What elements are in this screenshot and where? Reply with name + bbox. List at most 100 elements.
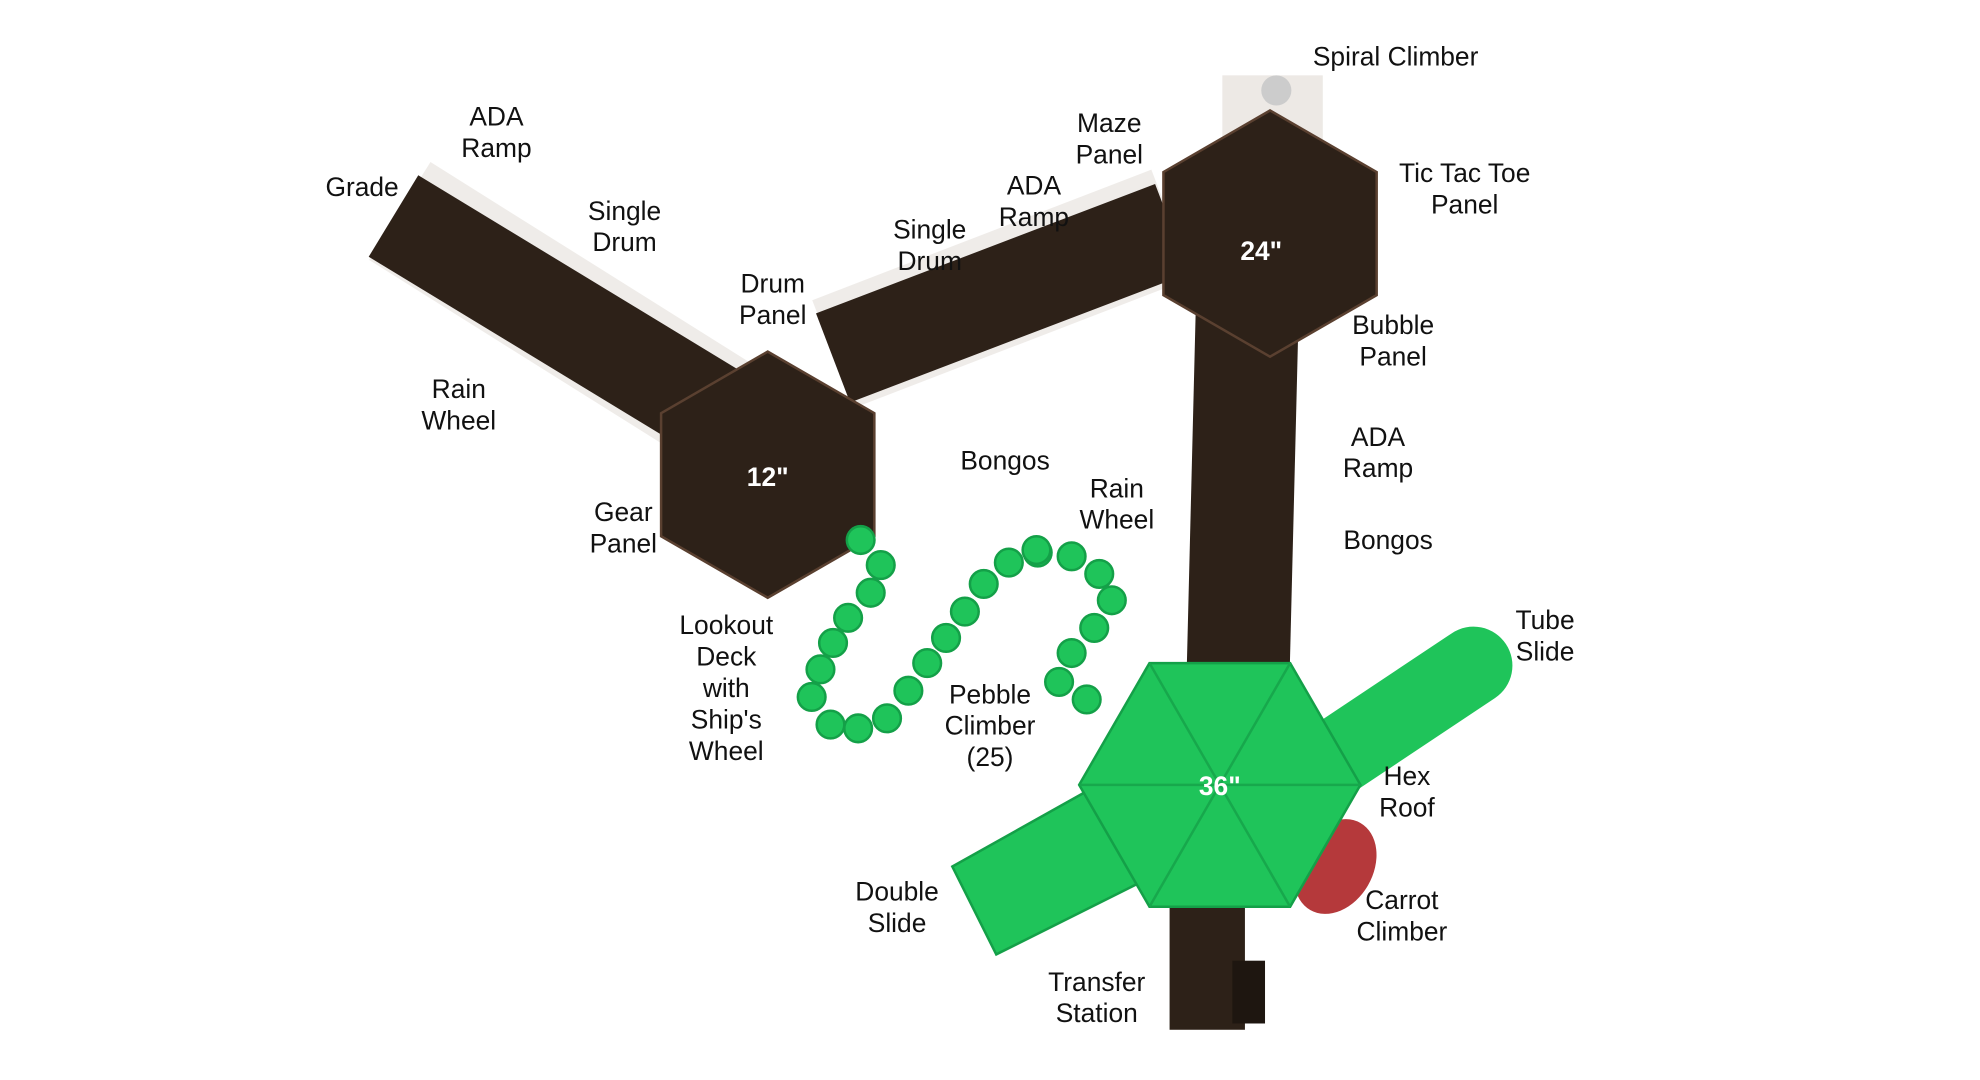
deck-24-hexagon <box>1162 109 1378 359</box>
deck-height-12: 12" <box>747 462 789 492</box>
label-line: Transfer <box>1048 967 1145 997</box>
hex-roof-rib <box>1218 784 1292 908</box>
label-line: Deck <box>696 642 757 672</box>
label-line: Wheel <box>1079 505 1154 535</box>
label-line: Single <box>588 196 661 226</box>
label-line: Drum <box>898 246 962 276</box>
ada-ramp-left <box>368 175 745 456</box>
hex-roof-rib <box>1218 662 1292 786</box>
label-line: Roof <box>1379 792 1435 822</box>
hex-roof-rib <box>1148 784 1221 908</box>
label-line: Climber <box>945 711 1036 741</box>
hex-roof-rib <box>1148 662 1221 786</box>
label-line: Rain <box>432 374 486 404</box>
label-line: Tube <box>1516 605 1575 635</box>
label-line: Wheel <box>689 736 764 766</box>
pebble-climber-stone <box>1079 612 1110 643</box>
pebble-climber-stone <box>993 547 1024 578</box>
label-line: Grade <box>325 172 398 202</box>
label-line: Bongos <box>1343 525 1432 555</box>
label-line: ADA <box>469 102 524 132</box>
label-line: Tic Tac Toe <box>1399 158 1530 188</box>
pebble-climber-stone <box>805 654 836 685</box>
label-line: Pebble <box>949 679 1031 709</box>
label-line: Panel <box>739 300 806 330</box>
deck-height-36: 36" <box>1199 771 1241 801</box>
label-line: Bubble <box>1352 310 1434 340</box>
label-line: Ship's <box>691 704 762 734</box>
label-line: with <box>702 673 750 703</box>
label-line: Ramp <box>999 202 1069 232</box>
ada-ramp-middle <box>816 183 1190 403</box>
label-line: (25) <box>967 742 1014 772</box>
label-line: Drum <box>592 227 656 257</box>
pebble-climber-stone <box>1071 684 1102 715</box>
pebble-climber-stone <box>855 577 886 608</box>
label-line: Ramp <box>461 133 531 163</box>
pebble-climber-stone <box>871 703 903 734</box>
pebble-climber-stone <box>1056 541 1087 572</box>
label-line: Wheel <box>421 405 496 435</box>
label-line: Panel <box>590 529 657 559</box>
pebble-climber-stone <box>1044 666 1075 697</box>
label-line: Hex <box>1383 761 1430 791</box>
ada-ramp-vertical <box>1185 300 1299 705</box>
pebble-climber-stone <box>1084 558 1115 589</box>
label-grade: Grade <box>325 172 398 202</box>
pebble-climber-stone <box>843 713 874 744</box>
pebble-climber-stone <box>817 627 849 659</box>
label-line: Station <box>1056 998 1138 1028</box>
label-line: Bongos <box>960 446 1049 476</box>
pebble-climber-stone <box>1021 534 1052 566</box>
label-line: Lookout <box>679 610 773 640</box>
label-line: Panel <box>1359 341 1426 371</box>
pebble-climber-stone <box>796 681 827 713</box>
label-line: Spiral Climber <box>1313 41 1479 71</box>
pebble-climber-stone <box>893 675 924 706</box>
label-line: Panel <box>1076 139 1143 169</box>
pebble-climber-stone <box>833 602 864 633</box>
label-line: Rain <box>1090 473 1144 503</box>
label-line: ADA <box>1007 171 1062 201</box>
label-line: Climber <box>1357 917 1448 947</box>
label-line: Panel <box>1431 189 1498 219</box>
deck-12-hexagon <box>659 350 876 600</box>
pebble-climber-stone <box>845 524 876 556</box>
pebble-climber-stone <box>912 648 943 679</box>
pebble-climber-stone <box>968 568 999 600</box>
pebble-climber-stone <box>1096 585 1127 616</box>
label-line: Drum <box>741 269 805 299</box>
label-line: Slide <box>868 908 927 938</box>
label-line: Carrot <box>1365 885 1439 915</box>
pebble-climber-stone <box>815 709 846 740</box>
label-bongos-1: Bongos <box>960 446 1049 476</box>
label-line: Gear <box>594 497 653 527</box>
label-line: ADA <box>1351 422 1406 452</box>
label-bongos-2: Bongos <box>1343 525 1432 555</box>
spiral-climber-icon <box>1261 75 1292 106</box>
label-spiral-climber: Spiral Climber <box>1313 41 1479 71</box>
label-line: Single <box>893 215 966 245</box>
label-line: Slide <box>1516 637 1575 667</box>
label-line: Maze <box>1077 108 1141 138</box>
